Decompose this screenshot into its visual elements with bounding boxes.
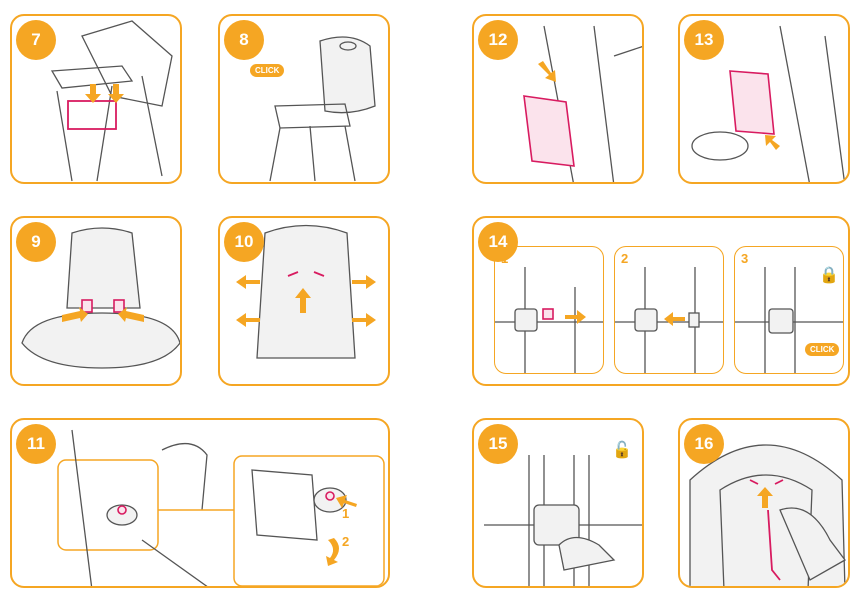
step-9-illustration: [21, 227, 180, 369]
step-14-sub-2: 2: [614, 246, 724, 374]
step-15-panel: 15 🔓: [472, 418, 644, 588]
step-11-illustration: [57, 429, 385, 586]
step-10-illustration: [236, 224, 376, 359]
step-14-sub-1: 1: [494, 246, 604, 374]
step-13-panel: 13: [678, 14, 850, 184]
step-14-sub-3: 3 🔒 CLICK: [734, 246, 844, 374]
click-label: CLICK: [805, 343, 840, 356]
sub-step-number: 2: [621, 251, 629, 266]
buckle-locked-illustration: [735, 267, 843, 373]
step-number-badge: 14: [478, 222, 518, 262]
step-number-badge: 12: [478, 20, 518, 60]
callout-2: 2: [342, 534, 350, 549]
unlock-icon: 🔓: [612, 442, 632, 459]
sub-step-number: 3: [741, 251, 749, 266]
step-11-panel: 11 1 2: [10, 418, 390, 588]
step-7-panel: 7: [10, 14, 182, 184]
step-15-illustration: [484, 455, 642, 586]
step-10-panel: 10: [218, 216, 390, 386]
click-label: CLICK: [250, 64, 285, 77]
step-13-illustration: [691, 25, 846, 182]
step-number-badge: 7: [16, 20, 56, 60]
buckle-insert-illustration: [615, 267, 723, 373]
step-16-panel: 16: [678, 418, 850, 588]
step-number-badge: 16: [684, 424, 724, 464]
step-number-badge: 8: [224, 20, 264, 60]
step-number-badge: 13: [684, 20, 724, 60]
step-14-panel: 14 1 2 3 🔒 CLICK: [472, 216, 850, 386]
step-9-panel: 9: [10, 216, 182, 386]
buckle-release-illustration: [495, 267, 603, 373]
step-number-badge: 11: [16, 424, 56, 464]
lock-icon: 🔒: [819, 267, 839, 284]
step-number-badge: 10: [224, 222, 264, 262]
step-number-badge: 15: [478, 424, 518, 464]
step-7-illustration: [50, 20, 173, 182]
step-8-panel: 8 CLICK: [218, 14, 390, 184]
step-number-badge: 9: [16, 222, 56, 262]
step-12-panel: 12: [472, 14, 644, 184]
step-8-illustration: [269, 36, 376, 182]
callout-1: 1: [342, 506, 350, 521]
step-16-illustration: [689, 444, 846, 586]
step-12-illustration: [523, 25, 642, 182]
